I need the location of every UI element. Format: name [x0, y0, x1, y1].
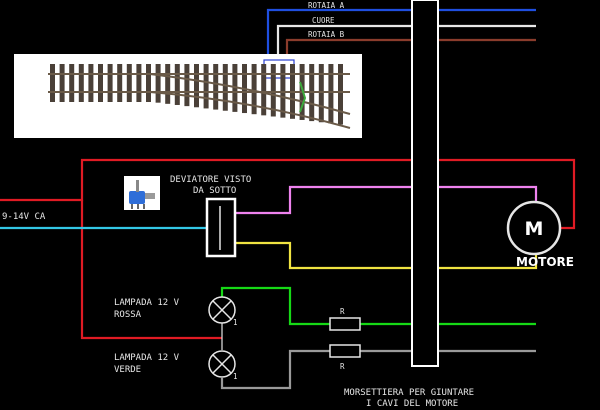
lamp-green-label-2: VERDE [114, 365, 141, 375]
resistor-1 [329, 317, 361, 331]
lamp-red-label-2: ROSSA [114, 310, 142, 320]
terminal-label-2: I CAVI DEL MOTORE [366, 399, 458, 409]
wire-rail-b [285, 38, 536, 60]
lamp-red-label-1: LAMPADA 12 V [114, 298, 180, 308]
resistor-2 [329, 344, 361, 358]
terminal-strip [411, 0, 439, 367]
label-frog: CUORE [312, 16, 335, 25]
toggle-switch-icon [124, 176, 160, 210]
label-rail-a: ROTAIA A [308, 1, 345, 10]
wire-pink [222, 185, 538, 215]
switch-label-1: DEVIATORE VISTO [170, 175, 251, 185]
resistor-1-label: R [340, 307, 345, 316]
motor-letter: M [525, 218, 544, 240]
wire-yellow [222, 241, 538, 270]
lamp-red-pin: 1 [233, 318, 238, 327]
wire-rail-a [266, 8, 536, 60]
lamp-green-label-1: LAMPADA 12 V [114, 353, 180, 363]
lamp-green-pin: 1 [233, 372, 238, 381]
label-rail-b: ROTAIA B [308, 30, 345, 39]
terminal-label-1: MORSETTIERA PER GIUNTARE [344, 388, 474, 398]
lamp-red [208, 296, 236, 324]
wire-supply-red [0, 158, 576, 230]
turnout-image [14, 54, 362, 138]
wire-supply-red-lamps [80, 200, 222, 340]
motor-symbol: M [506, 200, 562, 256]
supply-label: 9-14V CA [2, 212, 46, 222]
resistor-2-label: R [340, 362, 345, 371]
switch-body [205, 197, 237, 258]
wire-green [220, 286, 536, 326]
wire-frog [276, 24, 536, 60]
switch-label-2: DA SOTTO [193, 186, 236, 196]
lamp-green [208, 350, 236, 378]
wire-grey [220, 349, 536, 390]
motor-label: MOTORE [516, 255, 574, 269]
